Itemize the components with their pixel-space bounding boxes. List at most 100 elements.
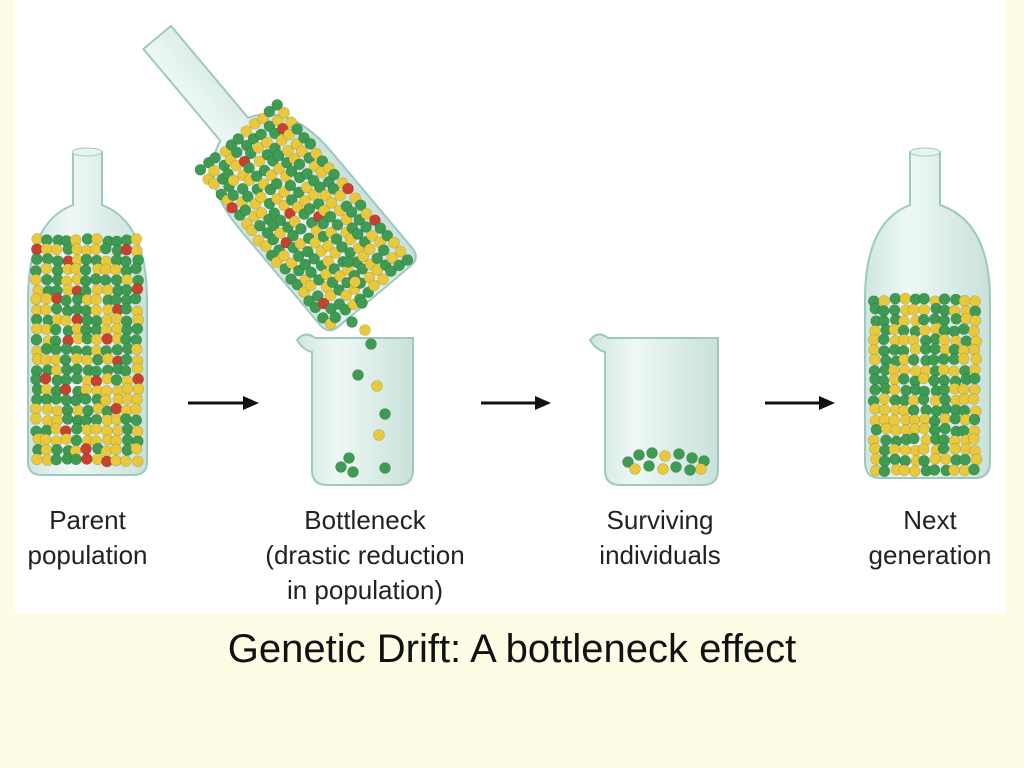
- allele-bead: [868, 344, 880, 356]
- allele-bead: [938, 383, 950, 396]
- allele-bead: [82, 404, 94, 417]
- allele-bead: [40, 262, 53, 275]
- allele-bead: [684, 464, 696, 476]
- allele-bead: [890, 424, 902, 437]
- allele-bead: [239, 204, 252, 216]
- allele-bead: [110, 294, 122, 306]
- allele-bead: [928, 464, 941, 476]
- allele-bead: [243, 162, 255, 174]
- arrow-right-icon: [765, 396, 835, 410]
- allele-bead: [110, 374, 123, 386]
- allele-bead: [360, 208, 373, 220]
- allele-bead: [41, 253, 54, 265]
- allele-bead: [81, 453, 93, 465]
- allele-bead: [132, 383, 145, 395]
- allele-bead: [907, 404, 920, 417]
- allele-bead: [40, 354, 52, 366]
- allele-bead: [968, 325, 980, 337]
- allele-bead: [90, 375, 103, 387]
- allele-bead: [61, 413, 74, 425]
- allele-bead: [917, 393, 930, 406]
- allele-bead: [908, 432, 920, 445]
- allele-bead: [31, 243, 43, 255]
- allele-bead: [907, 354, 920, 366]
- allele-bead: [121, 434, 134, 446]
- allele-bead: [377, 273, 389, 286]
- allele-bead: [277, 249, 290, 262]
- allele-bead: [209, 151, 221, 164]
- allele-bead: [120, 234, 133, 246]
- allele-bead: [918, 324, 931, 337]
- allele-bead: [295, 223, 307, 235]
- allele-bead: [929, 343, 941, 355]
- allele-bead: [131, 283, 144, 295]
- allele-bead: [60, 433, 73, 445]
- allele-bead: [646, 447, 658, 459]
- allele-bead: [119, 455, 132, 467]
- allele-bead: [347, 466, 359, 478]
- allele-bead: [880, 434, 892, 446]
- allele-bead: [869, 442, 881, 455]
- allele-bead: [371, 380, 383, 392]
- allele-bead: [132, 373, 144, 385]
- allele-bead: [121, 273, 133, 286]
- allele-bead: [888, 304, 901, 316]
- allele-bead: [937, 363, 950, 376]
- allele-bead: [70, 423, 83, 435]
- allele-bead: [293, 158, 306, 171]
- allele-bead: [231, 146, 243, 159]
- allele-bead: [131, 393, 143, 406]
- allele-bead: [59, 354, 72, 366]
- allele-bead: [61, 363, 73, 376]
- allele-bead: [928, 374, 940, 387]
- allele-bead: [51, 443, 63, 456]
- allele-bead: [877, 305, 890, 317]
- allele-bead: [949, 412, 962, 425]
- allele-bead: [897, 373, 910, 385]
- allele-bead: [121, 423, 134, 436]
- allele-bead: [30, 293, 42, 305]
- allele-bead: [90, 304, 102, 317]
- next-generation-bottle-icon: [864, 147, 991, 479]
- allele-bead: [899, 292, 912, 305]
- allele-bead: [970, 453, 983, 466]
- allele-bead: [948, 325, 961, 338]
- allele-bead: [352, 369, 364, 381]
- allele-bead: [90, 333, 103, 346]
- allele-bead: [110, 402, 123, 415]
- allele-bead: [328, 168, 340, 181]
- allele-bead: [208, 165, 220, 177]
- allele-bead: [59, 383, 72, 396]
- allele-bead: [959, 453, 971, 466]
- allele-bead: [939, 412, 952, 425]
- allele-bead: [40, 303, 52, 316]
- allele-bead: [91, 233, 103, 245]
- allele-bead: [120, 353, 133, 366]
- allele-bead: [284, 179, 297, 192]
- tilted-bottle-icon: [141, 24, 417, 332]
- allele-bead: [938, 333, 951, 346]
- allele-bead: [110, 312, 123, 325]
- allele-bead: [40, 292, 53, 305]
- allele-bead: [90, 365, 103, 378]
- allele-bead: [131, 455, 144, 468]
- diagram-art: [27, 24, 991, 486]
- allele-bead: [629, 463, 641, 475]
- allele-bead: [50, 364, 63, 377]
- allele-bead: [918, 455, 930, 467]
- allele-bead: [940, 402, 952, 415]
- parent-bottle-icon: [27, 147, 148, 476]
- allele-bead: [686, 452, 698, 464]
- allele-bead: [889, 453, 901, 466]
- allele-bead: [304, 138, 317, 150]
- allele-bead: [898, 334, 910, 346]
- allele-bead: [29, 403, 42, 415]
- allele-bead: [949, 443, 961, 455]
- allele-bead: [880, 422, 893, 435]
- allele-bead: [131, 322, 144, 335]
- allele-bead: [40, 243, 53, 255]
- allele-bead: [227, 174, 240, 187]
- allele-bead: [31, 453, 43, 466]
- allele-bead: [968, 372, 981, 385]
- allele-bead: [90, 293, 102, 306]
